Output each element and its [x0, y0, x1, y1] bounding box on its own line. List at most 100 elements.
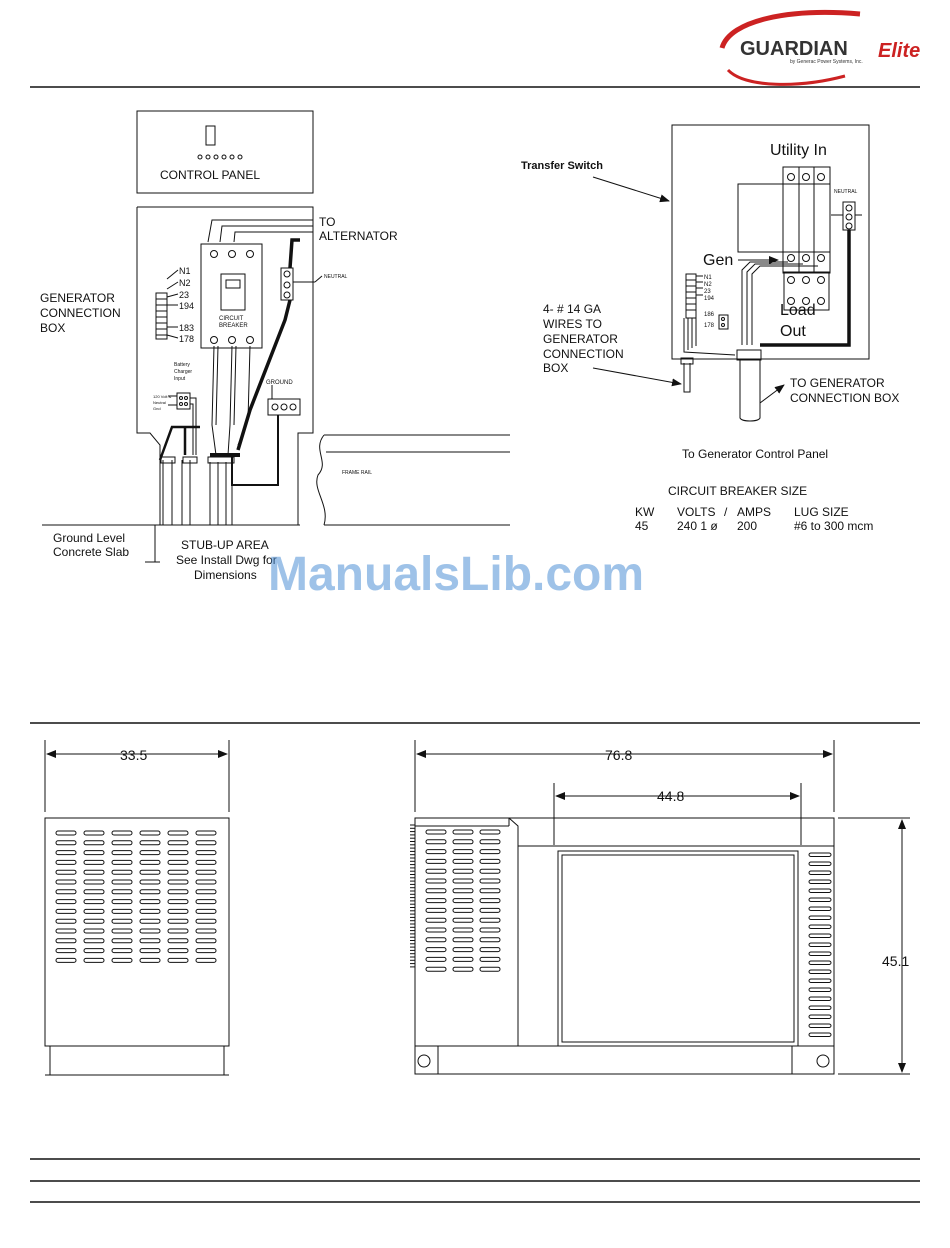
cell-kw: 45 — [635, 519, 649, 533]
louver-slot — [167, 908, 189, 914]
louver-slot — [167, 928, 189, 934]
louver-slot — [111, 918, 133, 924]
louver-slot — [83, 957, 105, 963]
ts-terminal-186: 186 — [704, 312, 715, 318]
louver-slot — [111, 928, 133, 934]
louver-slot — [111, 859, 133, 865]
wires-line3: GENERATOR — [543, 332, 618, 346]
louver-slot — [111, 889, 133, 895]
louver-slot — [111, 948, 133, 954]
breaker-size-table: CIRCUIT BREAKER SIZE KW VOLTS / AMPS LUG… — [635, 484, 873, 533]
ts-neutral-label: NEUTRAL — [834, 189, 858, 195]
louver-slot — [808, 879, 832, 884]
ts-terminal-n2: N2 — [704, 282, 712, 288]
neutral120-line1: 120 Volt & — [153, 394, 172, 399]
louver-slot — [425, 937, 447, 943]
gen-label: Gen — [703, 252, 733, 269]
louver-slot — [139, 869, 161, 875]
side-left-fins — [410, 824, 415, 968]
switch-contactor — [782, 166, 831, 274]
louver-slot — [83, 938, 105, 944]
louver-slot — [83, 869, 105, 875]
louver-slot — [167, 879, 189, 885]
terminal-194: 194 — [179, 301, 194, 311]
louver-slot — [425, 907, 447, 913]
louver-slot — [425, 898, 447, 904]
louver-slot — [452, 917, 474, 923]
gen-box-line3: BOX — [40, 321, 65, 335]
louver-slot — [139, 938, 161, 944]
terminal-n2: N2 — [179, 278, 191, 288]
louver-slot — [139, 957, 161, 963]
cell-volts: 240 1 ø — [677, 519, 718, 533]
stub-up-line2: See Install Dwg for — [176, 553, 277, 567]
louver-slot — [111, 850, 133, 856]
neutral120-line3: Gnd — [153, 406, 161, 411]
louver-slot — [195, 850, 217, 856]
breaker-line1: CIRCUIT — [219, 316, 244, 322]
logo-brand-accent: Elite — [878, 40, 920, 62]
louver-slot — [195, 859, 217, 865]
louver-slot — [83, 908, 105, 914]
louver-slot — [479, 966, 501, 972]
louver-slot — [139, 889, 161, 895]
logo-brand: GUARDIAN — [740, 38, 848, 60]
logo-tagline: by Generac Power Systems, Inc. — [790, 59, 863, 65]
louver-slot — [808, 906, 832, 911]
louver-slot — [452, 956, 474, 962]
side-view — [410, 740, 910, 1075]
louver-slot — [425, 927, 447, 933]
header-kw: KW — [635, 505, 655, 519]
terminal-n1: N1 — [179, 266, 191, 276]
louver-slot — [425, 888, 447, 894]
louver-slot — [452, 849, 474, 855]
louver-slot — [167, 957, 189, 963]
louver-slot — [111, 957, 133, 963]
frame-rail-label: FRAME RAIL — [342, 470, 372, 476]
header-amps: AMPS — [737, 505, 771, 519]
control-panel-label: CONTROL PANEL — [160, 168, 260, 182]
louver-slot — [808, 888, 832, 893]
louver-slot — [195, 918, 217, 924]
louver-slot — [167, 918, 189, 924]
louver-slot — [139, 850, 161, 856]
side-louvers — [425, 829, 501, 972]
louver-slot — [111, 879, 133, 885]
louver-slot — [195, 889, 217, 895]
louver-slot — [452, 907, 474, 913]
louver-slot — [55, 850, 77, 856]
control-panel-box — [136, 110, 314, 194]
louver-slot — [808, 987, 832, 992]
louver-slot — [55, 948, 77, 954]
louver-slot — [452, 937, 474, 943]
terminal-strip — [155, 292, 168, 340]
louver-slot — [452, 839, 474, 845]
louver-slot — [83, 918, 105, 924]
louver-slot — [195, 928, 217, 934]
louver-slot — [452, 898, 474, 904]
louver-slot — [452, 947, 474, 953]
louver-slot — [452, 966, 474, 972]
side-right-louvers — [808, 852, 832, 1037]
louver-slot — [83, 928, 105, 934]
louver-slot — [425, 829, 447, 835]
battery-line1: Battery — [174, 362, 190, 368]
utility-in-label: Utility In — [770, 142, 827, 159]
ground-level-line1: Ground Level — [53, 531, 125, 545]
louver-slot — [195, 938, 217, 944]
right-diagram-labels: Transfer Switch Utility In NEUTRAL Gen L… — [521, 142, 899, 461]
louver-slot — [479, 956, 501, 962]
louver-slot — [808, 897, 832, 902]
louver-slot — [425, 868, 447, 874]
front-enclosure — [44, 817, 230, 1047]
louver-slot — [479, 868, 501, 874]
louver-slot — [139, 879, 161, 885]
transfer-switch-label: Transfer Switch — [521, 160, 603, 172]
louver-slot — [167, 899, 189, 905]
side-door — [557, 850, 799, 1047]
louver-slot — [167, 840, 189, 846]
louver-slot — [808, 1014, 832, 1019]
louver-slot — [425, 878, 447, 884]
terminal-183: 183 — [179, 323, 194, 333]
to-gen-box-line1: TO GENERATOR — [790, 376, 885, 390]
